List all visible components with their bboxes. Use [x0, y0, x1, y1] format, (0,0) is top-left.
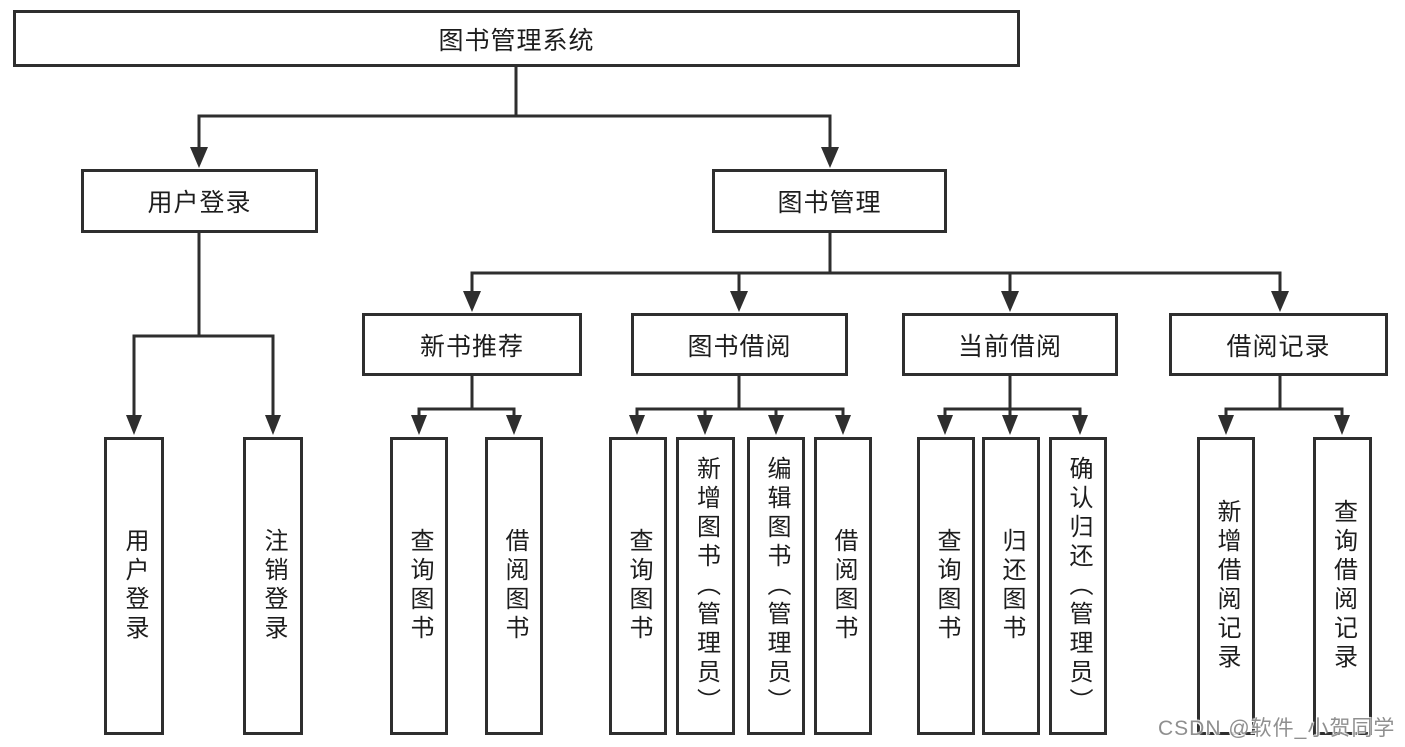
node-label: 当前借阅 — [957, 332, 1062, 361]
csdn-watermark: CSDN @软件_小贺同学 — [1158, 717, 1396, 740]
arrowheads — [126, 147, 1350, 435]
leaf-current-return-books: 归还图书 — [982, 437, 1040, 735]
leaf-label: 借阅图书 — [501, 528, 528, 644]
node-book-borrow: 图书借阅 — [631, 313, 848, 376]
leaf-borrow-borrow-books: 借阅图书 — [814, 437, 872, 735]
leaf-label: 查询借阅记录 — [1329, 499, 1357, 673]
node-label: 用户登录 — [147, 189, 252, 217]
leaf-current-query-books: 查询图书 — [917, 437, 975, 735]
node-library-management-system: 图书管理系统 — [13, 10, 1020, 67]
leaf-records-query-record: 查询借阅记录 — [1313, 437, 1372, 735]
leaf-label: 借阅图书 — [830, 528, 857, 644]
leaf-label: 归还图书 — [998, 528, 1025, 644]
leaf-label: 编辑图书（管理员） — [763, 455, 790, 717]
leaf-label: 查询图书 — [625, 528, 652, 644]
leaf-borrow-query-books: 查询图书 — [609, 437, 667, 735]
leaf-label: 注销登录 — [260, 528, 287, 644]
node-label: 图书管理 — [777, 189, 882, 217]
node-user-login: 用户登录 — [81, 169, 318, 233]
node-label: 借阅记录 — [1226, 332, 1331, 361]
leaf-label: 新增借阅记录 — [1213, 499, 1240, 673]
leaf-recommend-query-books: 查询图书 — [390, 437, 448, 735]
leaf-label: 新增图书（管理员） — [692, 455, 720, 717]
leaf-borrow-edit-books-admin: 编辑图书（管理员） — [747, 437, 805, 735]
leaf-borrow-add-books-admin: 新增图书（管理员） — [676, 437, 735, 735]
node-book-management: 图书管理 — [712, 169, 947, 233]
node-label: 图书借阅 — [687, 332, 792, 361]
leaf-records-add-record: 新增借阅记录 — [1197, 437, 1255, 735]
leaf-label: 确认归还（管理员） — [1065, 455, 1092, 717]
leaf-label: 用户登录 — [121, 528, 148, 644]
leaf-user-login: 用户登录 — [104, 437, 164, 735]
node-label: 图书管理系统 — [438, 26, 595, 55]
leaf-recommend-borrow-books: 借阅图书 — [485, 437, 543, 735]
node-borrow-records: 借阅记录 — [1169, 313, 1388, 376]
node-new-book-recommend: 新书推荐 — [362, 313, 582, 376]
node-label: 新书推荐 — [419, 332, 524, 361]
leaf-label: 查询图书 — [406, 528, 433, 644]
leaf-label: 查询图书 — [933, 528, 960, 644]
leaf-current-confirm-return-admin: 确认归还（管理员） — [1049, 437, 1107, 735]
leaf-logout: 注销登录 — [243, 437, 303, 735]
node-current-borrow: 当前借阅 — [902, 313, 1118, 376]
